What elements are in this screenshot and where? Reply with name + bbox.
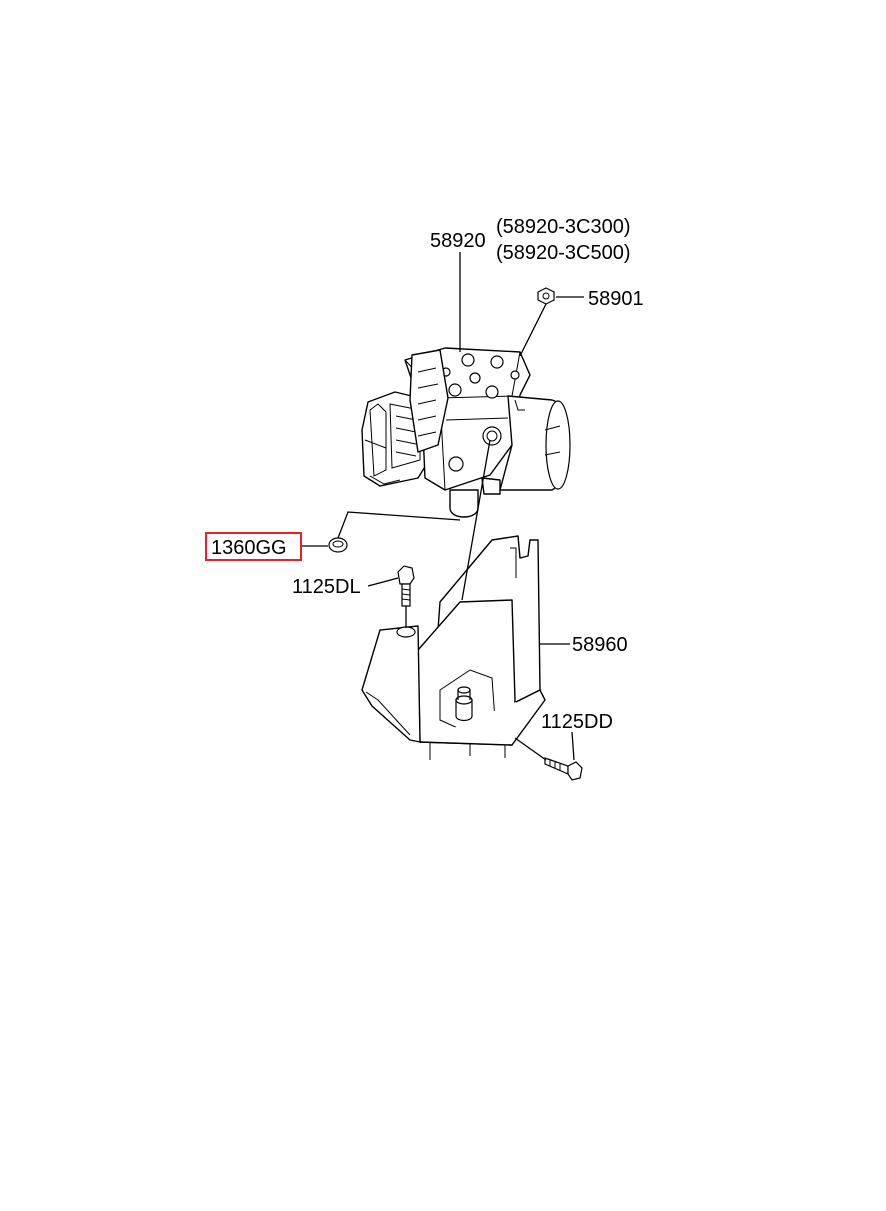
label-58920: 58920: [430, 230, 486, 252]
label-1360gg[interactable]: 1360GG: [211, 537, 287, 559]
hecu-assembly-illustration: [361, 347, 571, 518]
label-1125dd: 1125DD: [541, 711, 613, 733]
bracket-illustration: [361, 535, 546, 760]
leader-lines: [302, 252, 584, 761]
label-58920-3c300: (58920-3C300): [496, 216, 631, 238]
highlight-box-1360gg: [205, 532, 302, 561]
label-58960: 58960: [572, 634, 628, 656]
bolt-1125dd-illustration: [544, 757, 583, 781]
label-58920-3c500: (58920-3C500): [496, 242, 631, 264]
bolt-1125dl-illustration: [397, 565, 415, 607]
label-58901: 58901: [588, 288, 644, 310]
nut-58901-illustration: [537, 287, 555, 305]
label-1125dl: 1125DL: [292, 576, 361, 598]
grommet-1360gg-illustration: [328, 537, 348, 553]
